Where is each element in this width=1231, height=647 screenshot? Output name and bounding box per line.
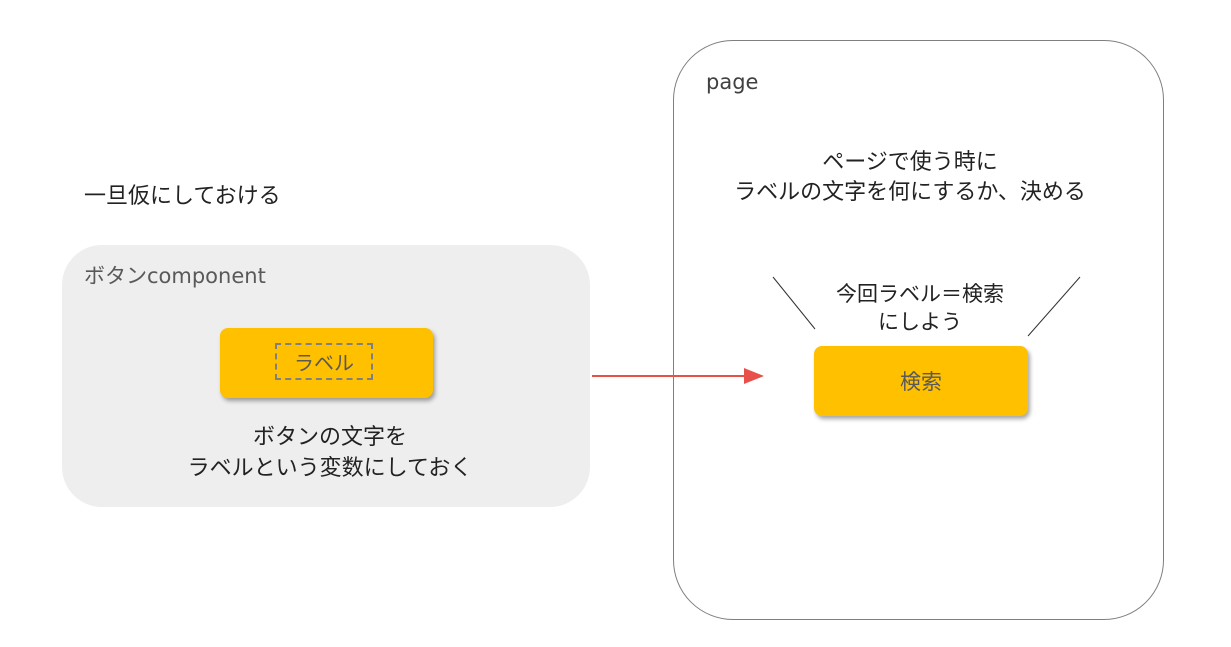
label-placeholder: ラベル [275,343,373,380]
component-title: ボタンcomponent [84,264,266,288]
template-button[interactable] [220,328,433,398]
decision-note: 今回ラベル＝検索 にしよう [800,280,1040,336]
page-description-line-2: ラベルの文字を何にするか、決める [734,180,1086,205]
component-description-line-1: ボタンの文字を [252,425,407,450]
search-button[interactable]: 検索 [814,346,1028,416]
decision-note-line-1: 今回ラベル＝検索 [836,282,1004,306]
decision-note-line-2: にしよう [878,310,962,334]
temporary-caption: 一旦仮にしておける [84,184,281,209]
page-box [673,40,1164,620]
page-title: page [706,70,759,94]
page-description: ページで使う時に ラベルの文字を何にするか、決める [700,148,1120,208]
component-description-line-2: ラベルという変数にしておく [187,456,473,481]
component-description: ボタンの文字を ラベルという変数にしておく [150,422,510,484]
page-description-line-1: ページで使う時に [822,150,998,175]
